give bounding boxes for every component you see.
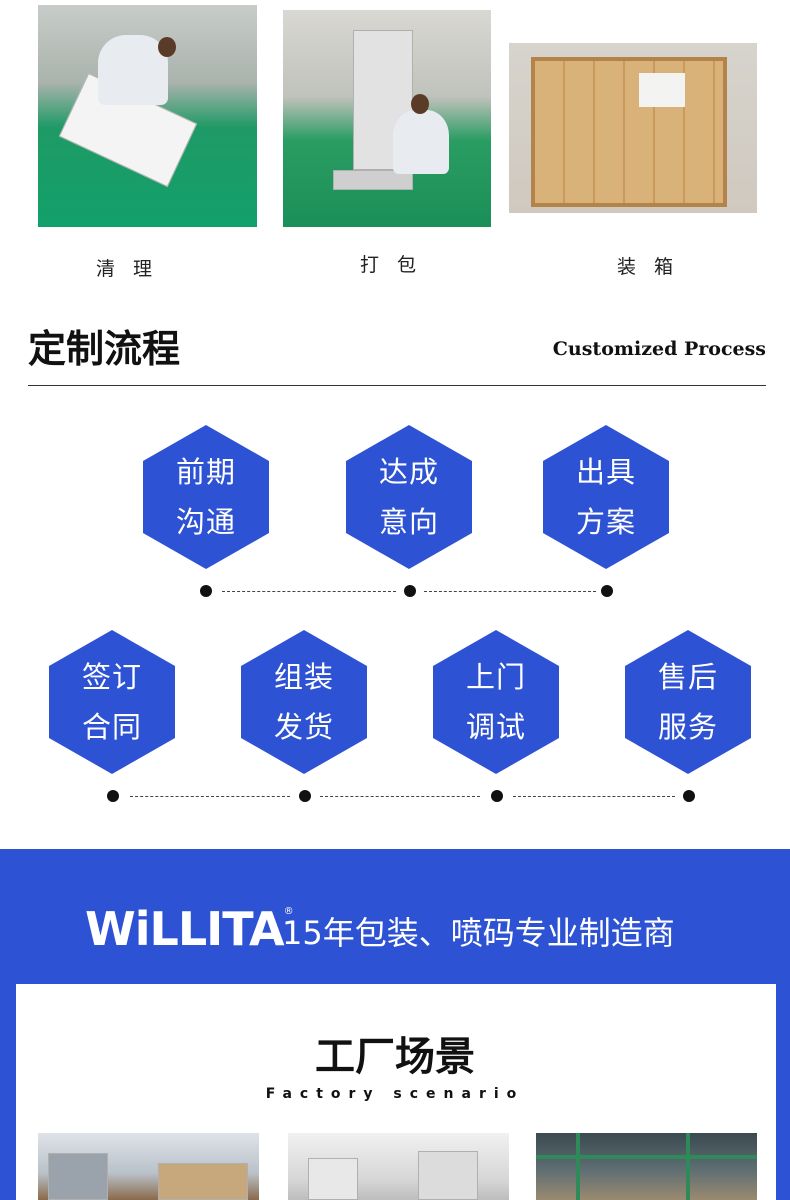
section-subtitle: Customized Process (552, 338, 766, 360)
factory-photo (288, 1133, 509, 1200)
wooden-crate (531, 57, 727, 207)
process-step-label: 签订 (81, 660, 142, 694)
process-step-label: 上门 (465, 660, 526, 694)
factory-title: 工厂场景 (315, 1034, 475, 1080)
process-step-4: 签订 合同 (49, 630, 175, 774)
timeline-connector (424, 591, 596, 592)
process-step-label: 沟通 (175, 505, 236, 539)
timeline-connector (130, 796, 290, 797)
timeline-dot (404, 585, 416, 597)
process-step-label: 达成 (378, 455, 439, 489)
caption-crating: 装 箱 (617, 256, 680, 278)
crating-photo (509, 43, 757, 213)
factory-photo (38, 1133, 259, 1200)
factory-photo (536, 1133, 757, 1200)
process-step-1: 前期 沟通 (143, 425, 269, 569)
process-step-label: 意向 (378, 505, 439, 539)
company-slogan: 15年包装、喷码专业制造商 (282, 914, 675, 952)
process-step-label: 出具 (575, 455, 636, 489)
process-step-label: 发货 (273, 710, 334, 744)
timeline-dot (200, 585, 212, 597)
process-step-label: 售后 (657, 660, 718, 694)
process-step-label: 前期 (175, 455, 236, 489)
timeline-dot (107, 790, 119, 802)
section-divider (28, 385, 766, 386)
process-step-label: 服务 (657, 710, 718, 744)
timeline-connector (320, 796, 480, 797)
process-step-2: 达成 意向 (346, 425, 472, 569)
brand-logo: WiLLITA® (85, 902, 294, 956)
process-step-6: 上门 调试 (433, 630, 559, 774)
process-step-5: 组装 发货 (241, 630, 367, 774)
timeline-connector (222, 591, 396, 592)
caption-cleaning: 清 理 (96, 258, 159, 280)
caption-packing: 打 包 (360, 254, 423, 276)
factory-subtitle: Factory scenario (265, 1086, 525, 1102)
process-step-label: 合同 (81, 710, 142, 744)
packing-photo (283, 10, 491, 227)
process-step-7: 售后 服务 (625, 630, 751, 774)
timeline-dot (601, 585, 613, 597)
process-step-label: 方案 (575, 505, 636, 539)
timeline-dot (491, 790, 503, 802)
cleaning-photo (38, 5, 257, 227)
timeline-dot (299, 790, 311, 802)
section-title: 定制流程 (28, 327, 181, 371)
timeline-connector (513, 796, 675, 797)
process-step-label: 调试 (465, 710, 526, 744)
process-step-label: 组装 (273, 660, 334, 694)
timeline-dot (683, 790, 695, 802)
process-step-3: 出具 方案 (543, 425, 669, 569)
